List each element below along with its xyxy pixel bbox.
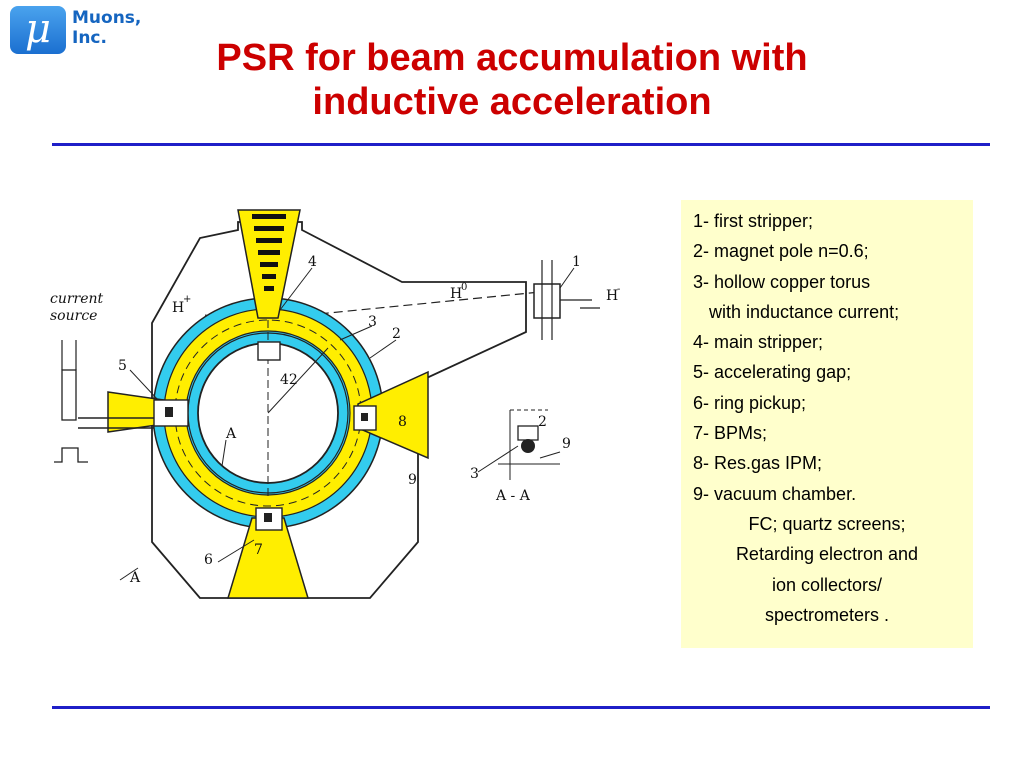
legend-item: 3- hollow copper torus bbox=[693, 271, 871, 292]
current-source-box bbox=[61, 369, 77, 421]
label-h0: H bbox=[450, 286, 462, 302]
label-detail-9: 9 bbox=[562, 436, 571, 452]
pulse-waveform bbox=[54, 447, 88, 463]
label-a-inner: A bbox=[225, 426, 237, 442]
vacuum-chamber-outline bbox=[151, 221, 527, 599]
label-detail-2: 2 bbox=[538, 414, 547, 430]
pickup-core bbox=[264, 513, 272, 522]
legend-item: 4- main stripper; bbox=[693, 332, 824, 353]
legend-item: 6- ring pickup; bbox=[693, 392, 807, 413]
legend-item: 1- first stripper; bbox=[693, 211, 814, 231]
gap-core bbox=[165, 407, 173, 417]
label-hplus: H bbox=[172, 300, 184, 316]
logo-line-2: Inc. bbox=[72, 28, 107, 48]
legend-item: 7- BPMs; bbox=[693, 423, 768, 444]
ring-schematic-svg: current source H + H 0 H - 1 2 3 4 5 6 7… bbox=[50, 209, 620, 599]
label-n42: 42 bbox=[280, 372, 298, 388]
label-n4: 4 bbox=[308, 254, 317, 270]
top-divider bbox=[52, 143, 990, 146]
first-stripper bbox=[533, 283, 561, 319]
muons-logo: μ Muons, Inc. bbox=[10, 4, 150, 56]
legend-item: 9- vacuum chamber. bbox=[693, 483, 857, 504]
component-legend: 1- first stripper; 2- magnet pole n=0.6;… bbox=[681, 200, 973, 648]
label-hminus: H bbox=[606, 288, 618, 304]
label-n9: 9 bbox=[408, 472, 417, 488]
mu-logo-icon: μ bbox=[10, 6, 66, 54]
injection-coils bbox=[252, 214, 286, 291]
label-n1: 1 bbox=[572, 254, 581, 270]
legend-item: ion collectors/ bbox=[771, 574, 883, 595]
legend-item: 2- magnet pole n=0.6; bbox=[693, 241, 869, 262]
label-n2: 2 bbox=[392, 326, 401, 342]
label-detail-3: 3 bbox=[470, 466, 479, 482]
legend-item: spectrometers . bbox=[764, 604, 890, 625]
logo-wordmark: Muons, Inc. bbox=[72, 8, 141, 48]
slide-title: PSR for beam accumulation with inductive… bbox=[120, 36, 904, 124]
label-section-aa: A - A bbox=[495, 488, 531, 504]
title-line-2: inductive acceleration bbox=[312, 81, 712, 123]
label-n5: 5 bbox=[118, 358, 127, 374]
label-n7: 7 bbox=[254, 542, 263, 558]
label-hplus-sup: + bbox=[183, 294, 191, 305]
label-h0-sup: 0 bbox=[461, 282, 467, 293]
label-hminus-sup: - bbox=[617, 284, 620, 295]
legend-item: 8- Res.gas IPM; bbox=[693, 453, 823, 474]
main-stripper bbox=[257, 341, 281, 361]
legend-item: with inductance current; bbox=[709, 301, 900, 322]
label-current: current bbox=[50, 291, 104, 307]
legend-item: 5- accelerating gap; bbox=[693, 362, 852, 383]
label-n3: 3 bbox=[368, 314, 377, 330]
psr-ring-diagram: current source H + H 0 H - 1 2 3 4 5 6 7… bbox=[40, 200, 672, 620]
logo-line-1: Muons, bbox=[72, 8, 142, 28]
bottom-divider bbox=[52, 706, 990, 709]
radius-line bbox=[267, 347, 329, 414]
label-a-outer: A bbox=[129, 570, 141, 586]
label-n6: 6 bbox=[204, 552, 213, 568]
ipm-core bbox=[361, 413, 368, 421]
legend-item: FC; quartz screens; bbox=[748, 513, 906, 534]
leader-lines bbox=[119, 267, 575, 581]
title-line-1: PSR for beam accumulation with bbox=[216, 37, 808, 79]
label-source: source bbox=[50, 308, 97, 324]
label-n8: 8 bbox=[398, 414, 407, 430]
legend-item: Retarding electron and bbox=[735, 544, 919, 565]
section-detail bbox=[498, 409, 561, 480]
